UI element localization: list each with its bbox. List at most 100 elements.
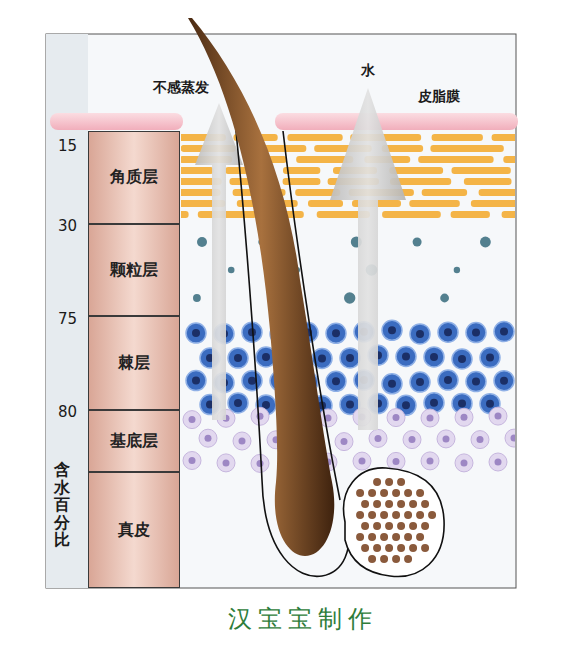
corneum-cell	[382, 211, 441, 218]
corneum-cell	[479, 189, 515, 196]
spinous-cell	[186, 323, 206, 343]
gland-cell	[409, 544, 417, 552]
basal-nucleus	[239, 438, 246, 445]
basal-cell	[369, 429, 387, 447]
basal-cell	[403, 431, 421, 449]
water-label: 水	[361, 62, 375, 80]
corneum-cell	[308, 200, 343, 207]
basal-nucleus	[427, 457, 434, 464]
granular-nucleus	[344, 292, 355, 303]
spinous-cell	[228, 348, 248, 368]
basal-cell	[489, 407, 507, 425]
corneum-cell	[181, 211, 189, 218]
gland-cell	[392, 511, 400, 519]
gland-cell	[356, 511, 364, 519]
layer-name: 基底层	[110, 431, 158, 452]
spinous-cell	[452, 349, 472, 369]
spinous-nucleus	[192, 329, 200, 337]
basal-cell	[183, 452, 201, 470]
gland-cell	[356, 533, 364, 541]
corneum-cell	[492, 134, 515, 141]
basal-cell	[251, 407, 269, 425]
spinous-nucleus	[346, 354, 354, 362]
water-arrow	[330, 88, 406, 430]
gland-cell	[428, 511, 436, 519]
spinous-nucleus	[318, 355, 326, 363]
spinous-nucleus	[472, 329, 480, 337]
spinous-cell	[242, 371, 262, 391]
sebum-film	[50, 113, 183, 130]
gland-cell	[392, 533, 400, 541]
sebum-label: 皮脂膜	[418, 88, 460, 106]
spinous-nucleus	[416, 378, 424, 386]
basal-cell	[353, 452, 371, 470]
spinous-cell	[340, 348, 360, 368]
basal-cell	[199, 429, 217, 447]
corneum-cell	[181, 167, 214, 174]
gland-cell	[380, 511, 388, 519]
spinous-nucleus	[430, 353, 438, 361]
spinous-nucleus	[486, 400, 494, 408]
spinous-nucleus	[458, 355, 466, 363]
spinous-nucleus	[388, 326, 396, 334]
spinous-cell	[326, 371, 346, 391]
spinous-cell	[494, 322, 514, 342]
gland-cell	[380, 533, 388, 541]
gland-cell	[421, 544, 429, 552]
gland-cell	[397, 478, 405, 486]
basal-cell	[421, 452, 439, 470]
spinous-cell	[424, 347, 444, 367]
granular-nucleus	[228, 267, 235, 274]
corneum-cell	[432, 134, 483, 141]
gland-cell	[397, 522, 405, 530]
gland-cell	[368, 511, 376, 519]
water-percent: 75	[58, 310, 77, 328]
spinous-nucleus	[458, 399, 466, 407]
granular-cells	[181, 131, 515, 587]
spinous-cell	[438, 322, 458, 342]
granular-nucleus	[197, 237, 207, 247]
gland-cell	[416, 533, 424, 541]
spinous-nucleus	[332, 377, 340, 385]
basal-nucleus	[427, 415, 434, 422]
basal-cell	[251, 454, 269, 472]
basal-nucleus	[393, 414, 400, 421]
layer-name: 真皮	[118, 520, 150, 541]
spinous-cell	[228, 393, 248, 413]
layer-band: 棘层	[88, 316, 180, 410]
layer-name: 棘层	[118, 353, 150, 374]
basal-cell	[183, 411, 201, 429]
basal-cell	[455, 408, 473, 426]
gland-cell	[385, 544, 393, 552]
spinous-nucleus	[388, 380, 396, 388]
corneum-cell	[451, 211, 490, 218]
spinous-nucleus	[332, 329, 340, 337]
basal-nucleus	[205, 435, 212, 442]
evaporation-label: 不感蒸发	[153, 79, 209, 97]
granular-nucleus	[480, 237, 491, 248]
corneum-cell	[471, 200, 515, 207]
gland-cell	[373, 478, 381, 486]
gland-cell	[397, 500, 405, 508]
gland-cell	[356, 489, 364, 497]
water-percent: 30	[58, 217, 77, 235]
caption: 汉宝宝制作	[228, 603, 378, 635]
basal-cell	[489, 453, 507, 471]
water-percent: 15	[58, 137, 77, 155]
hair	[188, 18, 334, 556]
sebaceous-gland	[344, 468, 445, 577]
gland-cell	[361, 522, 369, 530]
spinous-nucleus	[234, 399, 242, 407]
gland-cells	[356, 478, 436, 563]
spinous-cells	[186, 320, 514, 415]
gland-cell	[404, 511, 412, 519]
gland-cell	[385, 522, 393, 530]
corneum-cell	[430, 145, 503, 152]
basal-nucleus	[341, 438, 348, 445]
basal-cell	[437, 430, 455, 448]
basal-nucleus	[495, 459, 502, 466]
gland-cell	[416, 489, 424, 497]
gland-cell	[416, 511, 424, 519]
basal-cell	[335, 433, 353, 451]
